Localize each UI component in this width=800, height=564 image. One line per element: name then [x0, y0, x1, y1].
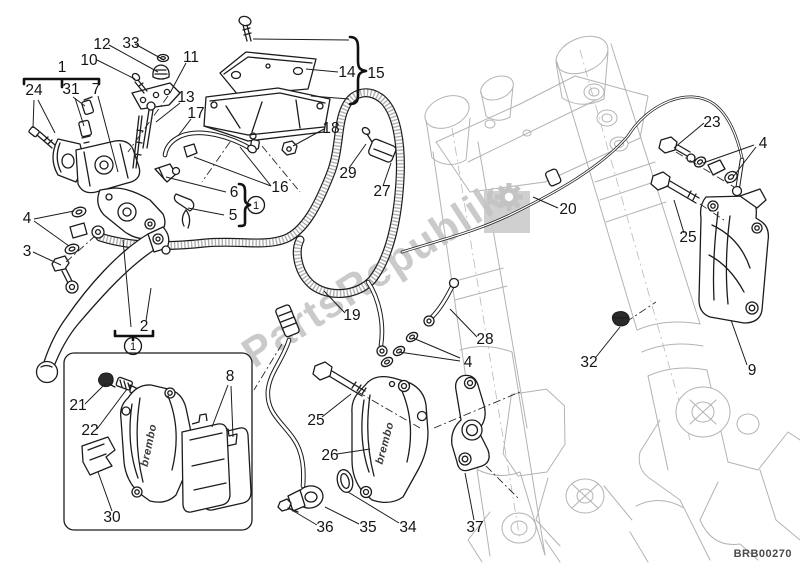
- banjo-bolt: [51, 255, 79, 294]
- callout-14: 14: [338, 64, 356, 81]
- circled-ref-1: 1: [246, 195, 266, 215]
- reservoir-nut: [281, 140, 298, 156]
- callout-4: 4: [464, 354, 473, 371]
- svg-text:1: 1: [253, 200, 259, 212]
- callout-16: 16: [271, 179, 288, 196]
- mc-banjo: [91, 225, 105, 239]
- bleed-valves: [78, 96, 95, 144]
- circled-ref-1: 1: [123, 336, 143, 356]
- callout-17: 17: [187, 105, 204, 122]
- inset-box: brembo: [63, 352, 253, 531]
- rubber-spacer: [611, 311, 630, 327]
- master-cylinder-assembly: [28, 53, 195, 240]
- callout-25: 25: [679, 229, 696, 246]
- callout-28: 28: [476, 331, 493, 348]
- sensor-bolt: [277, 498, 299, 513]
- callout-24: 24: [25, 82, 43, 99]
- callout-36: 36: [316, 519, 333, 536]
- callout-4: 4: [759, 135, 768, 152]
- boxed-caliper: brembo: [120, 384, 193, 503]
- fork-cap-right: [555, 35, 609, 105]
- reservoir-assembly: [162, 15, 331, 158]
- callout-27: 27: [373, 183, 390, 200]
- reservoir-body: [203, 87, 331, 150]
- callout-6: 6: [230, 184, 239, 201]
- fork-slider-bottom: [502, 388, 633, 547]
- caliper-bolt-center: [312, 361, 367, 397]
- hose-nut: [183, 143, 198, 158]
- svg-text:1: 1: [130, 341, 136, 353]
- callout-23: 23: [703, 114, 720, 131]
- callout-26: 26: [321, 447, 338, 464]
- callout-29: 29: [339, 165, 356, 182]
- clamp-screw: [361, 126, 371, 136]
- caliper-bolt-right: [650, 171, 700, 204]
- callout-12: 12: [93, 36, 110, 53]
- caliper-bracket: [451, 374, 490, 472]
- elbow-fitting: [154, 163, 181, 183]
- fork-cap-middle: [480, 75, 514, 121]
- left-caliper: brembo: [351, 375, 429, 504]
- callout-7: 7: [92, 81, 101, 98]
- callout-30: 30: [103, 509, 121, 526]
- leader-lines: [32, 38, 757, 526]
- cylinder-body: [75, 140, 141, 194]
- callout-9: 9: [748, 362, 757, 379]
- pad-spring: [81, 436, 116, 476]
- callout-13: 13: [177, 89, 194, 106]
- callout-31: 31: [62, 81, 79, 98]
- callout-5: 5: [229, 207, 238, 224]
- clamp-bolt: [28, 126, 56, 149]
- callout-18: 18: [322, 120, 339, 137]
- reservoir-screw: [238, 15, 252, 42]
- callout-11: 11: [183, 49, 199, 66]
- fork-tube-right: [556, 43, 800, 563]
- fork-cap-left: [424, 95, 471, 165]
- callout-8: 8: [226, 368, 235, 385]
- handlebar-clamp: [52, 138, 83, 183]
- callout-2: 2: [140, 318, 149, 335]
- left-banjo-parts: [51, 206, 88, 294]
- callout-20: 20: [559, 201, 577, 218]
- speed-sensor: [287, 485, 324, 512]
- callout-37: 37: [466, 519, 483, 536]
- reservoir-cover: [219, 51, 317, 96]
- callout-34: 34: [399, 519, 417, 536]
- callout-21: 21: [69, 397, 86, 414]
- braided-brake-hose: [95, 88, 405, 299]
- brake-lever: [35, 226, 171, 384]
- callout-35: 35: [359, 519, 376, 536]
- callout-4: 4: [23, 210, 32, 227]
- mount-bracket: [131, 82, 181, 110]
- caliper-feed-hoses: [365, 277, 460, 357]
- callout-33: 33: [122, 35, 139, 52]
- right-banjo-parts: [658, 136, 738, 184]
- front-brake-line: [400, 95, 745, 254]
- circled-reference-layer: 11: [123, 195, 266, 356]
- line-grommet: [544, 168, 562, 187]
- callout-1: 1: [58, 59, 67, 76]
- callout-32: 32: [580, 354, 597, 371]
- callout-15: 15: [367, 65, 384, 82]
- pushrod: [132, 101, 156, 169]
- callout-19: 19: [343, 307, 360, 324]
- bleed-cap: [98, 372, 116, 388]
- reservoir-hose: [162, 130, 257, 158]
- right-caliper: [698, 188, 770, 324]
- wire-clip: [173, 193, 195, 229]
- callout-25: 25: [307, 412, 324, 429]
- part-code: BRB00270: [734, 548, 792, 560]
- callout-10: 10: [80, 52, 98, 69]
- callout-3: 3: [23, 243, 32, 260]
- hose-clamp: [361, 126, 397, 163]
- callout-22: 22: [81, 422, 98, 439]
- o-ring-seal: [336, 469, 354, 493]
- gear-icon: [495, 183, 523, 211]
- sensor-cable: [265, 304, 306, 489]
- brake-pads: [181, 413, 252, 513]
